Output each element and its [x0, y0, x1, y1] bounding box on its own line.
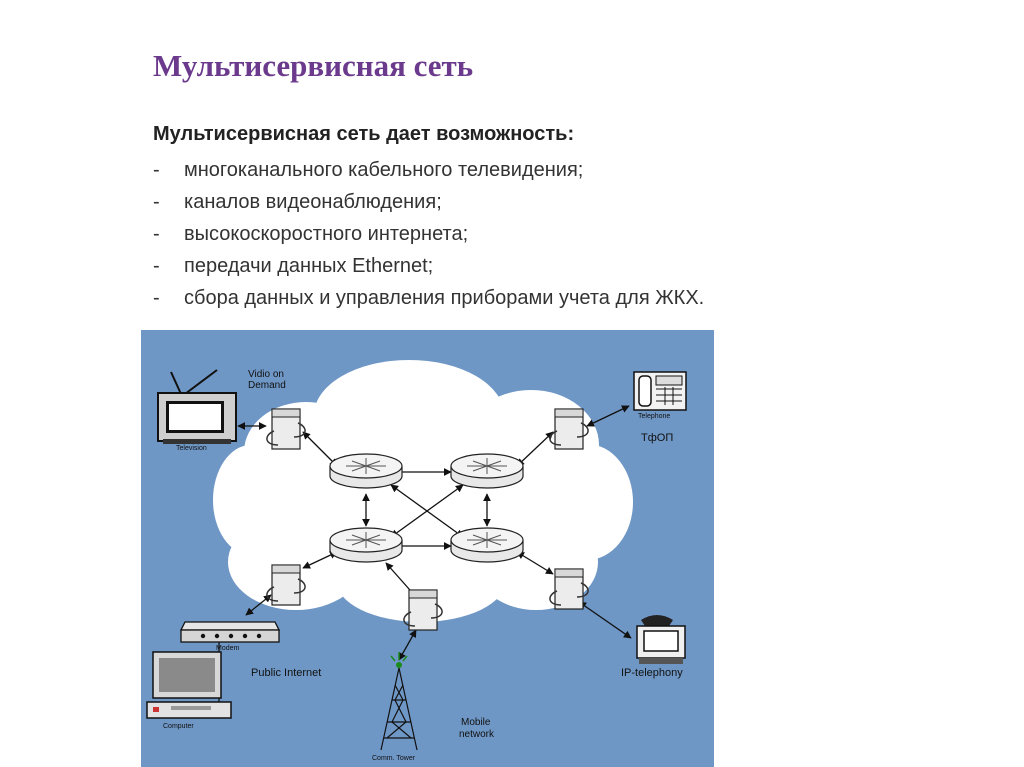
router: [329, 453, 403, 489]
pstn-label: ТфОП: [641, 432, 673, 444]
bullet-marker: -: [153, 255, 160, 277]
router: [329, 527, 403, 563]
mobile-network-label: network: [459, 729, 495, 740]
telephone-icon: [633, 371, 687, 411]
slide-title: Мультисервисная сеть: [153, 48, 474, 83]
network-diagram: Television Vidio on Demand Telephone ТфО…: [141, 330, 714, 767]
ip-telephony-label: IP-telephony: [621, 667, 683, 679]
vod-label: Vidio on: [248, 369, 284, 380]
bullet-marker: -: [153, 159, 160, 181]
modem-icon: [179, 621, 281, 643]
computer-icon: [146, 651, 232, 719]
tower-icon: [380, 652, 418, 751]
edge-switch: [403, 589, 443, 631]
mobile-network-label: Mobile: [461, 717, 491, 728]
list-item-text: высокоскоростного интернета;: [184, 223, 469, 245]
feature-list: - многоканального кабельного телевидения;…: [153, 154, 704, 314]
edge-switch: [549, 408, 589, 450]
public-internet-label: Public Internet: [251, 667, 321, 679]
vod-label: Demand: [248, 380, 286, 391]
list-item: - каналов видеонаблюдения;: [153, 186, 704, 218]
bullet-marker: -: [153, 223, 160, 245]
edge-switch: [266, 408, 306, 450]
router: [450, 453, 524, 489]
ip-phone-icon: [636, 615, 686, 664]
list-item: - многоканального кабельного телевидения;: [153, 154, 704, 186]
telephone-label: Telephone: [638, 413, 670, 420]
bullet-marker: -: [153, 287, 160, 309]
list-item-text: сбора данных и управления приборами учет…: [184, 287, 705, 309]
television-icon: [157, 369, 237, 444]
modem-label: Modem: [216, 645, 240, 652]
television-label: Television: [176, 445, 207, 452]
list-item: - сбора данных и управления приборами уче…: [153, 282, 704, 314]
list-item: - высокоскоростного интернета;: [153, 218, 704, 250]
list-item-text: многоканального кабельного телевидения;: [184, 159, 584, 181]
bullet-marker: -: [153, 191, 160, 213]
intro-text: Мультисервисная сеть дает возможность:: [153, 123, 575, 145]
tower-label: Comm. Tower: [372, 755, 416, 762]
list-item-text: передачи данных Ethernet;: [184, 255, 434, 277]
edge-switch: [549, 568, 589, 610]
router: [450, 527, 524, 563]
computer-label: Computer: [163, 723, 194, 730]
list-item: - передачи данных Ethernet;: [153, 250, 704, 282]
list-item-text: каналов видеонаблюдения;: [184, 191, 442, 213]
edge-switch: [266, 564, 306, 606]
